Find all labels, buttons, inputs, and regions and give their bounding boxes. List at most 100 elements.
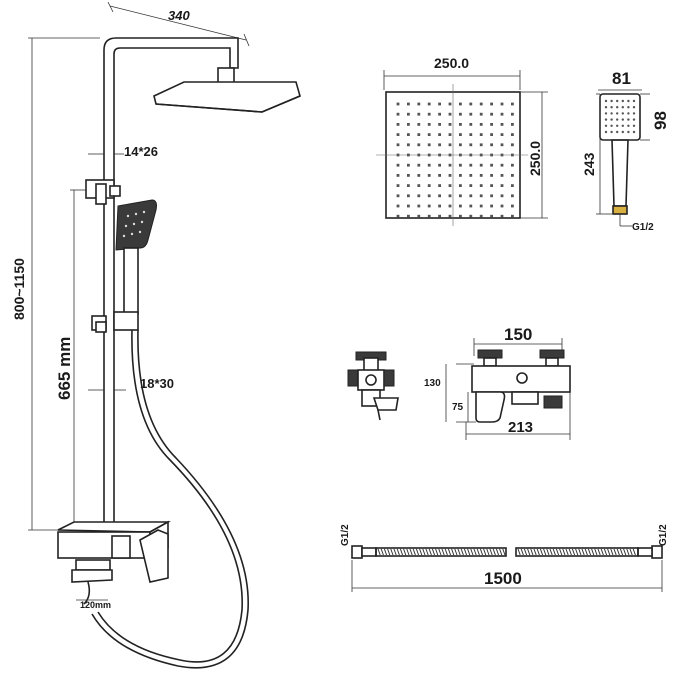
head-nozzle	[490, 123, 493, 126]
head-nozzle	[469, 174, 473, 177]
head-nozzle	[479, 123, 483, 126]
hose-grip-mark	[530, 548, 534, 556]
head-nozzle	[417, 174, 421, 177]
head-nozzle	[479, 143, 483, 147]
mixer-length-label: 213	[508, 419, 533, 436]
head-nozzle	[407, 102, 410, 106]
head-nozzle	[500, 123, 504, 126]
handheld-nozzle	[610, 106, 613, 109]
handheld-nozzle	[627, 130, 630, 134]
head-nozzle	[459, 133, 462, 136]
head-nozzle	[448, 102, 452, 106]
head-nozzle	[448, 163, 452, 167]
hose-grip-mark	[527, 548, 531, 556]
head-nozzle	[396, 184, 400, 187]
head-nozzle	[396, 133, 400, 136]
handheld-nozzle	[616, 124, 619, 128]
head-nozzle	[500, 194, 504, 198]
head-nozzle	[438, 112, 441, 116]
head-nozzle	[511, 174, 514, 177]
hose-grip-mark	[584, 548, 588, 556]
head-nozzle	[479, 214, 483, 218]
hose-grip-mark	[422, 548, 426, 556]
hose-grip-mark	[539, 548, 544, 556]
column-hose	[97, 329, 243, 663]
head-nozzle	[500, 214, 504, 218]
head-nozzle	[396, 163, 400, 167]
head-nozzle	[490, 184, 493, 187]
handheld-thread-label: G1/2	[632, 222, 654, 233]
head-nozzle	[438, 143, 441, 147]
head-nozzle	[448, 194, 452, 198]
head-nozzle	[511, 102, 514, 106]
head-nozzle	[417, 163, 421, 167]
head-nozzle	[427, 143, 431, 147]
head-nozzle	[407, 214, 410, 218]
head-nozzle	[396, 102, 400, 106]
head-nozzle	[417, 102, 421, 106]
head-nozzle	[438, 204, 441, 208]
head-nozzle	[459, 163, 462, 167]
handheld-nozzle	[616, 118, 619, 121]
head-nozzle	[511, 194, 514, 198]
lower-slide-bracket	[91, 311, 139, 333]
head-nozzle	[511, 153, 514, 157]
hose-grip-mark	[383, 548, 388, 556]
hose-grip-mark	[610, 548, 614, 556]
hose-grip-mark	[447, 548, 452, 556]
hose-grip-mark	[380, 548, 384, 556]
hose-grip-mark	[562, 548, 566, 556]
hose-spiral-pattern	[377, 548, 636, 556]
hose-grip-mark	[460, 548, 464, 556]
handheld-nozzle	[610, 112, 613, 115]
head-nozzle	[427, 163, 431, 167]
hose-grip-mark	[607, 548, 611, 556]
head-nozzle	[469, 214, 473, 218]
handheld-nozzle-grid	[604, 99, 636, 134]
hose-right-segment	[515, 547, 639, 557]
head-nozzle	[459, 184, 462, 187]
hose-grip-mark	[435, 548, 439, 556]
hose-thread-left-label: G1/2	[340, 524, 351, 546]
hose-grip-mark	[463, 548, 468, 556]
hose-grip-mark	[489, 548, 493, 556]
head-nozzle	[427, 194, 431, 198]
head-nozzle	[427, 153, 431, 157]
head-nozzle	[448, 214, 452, 218]
handheld-nozzle	[621, 124, 624, 128]
mixer-body-height-label: 75	[452, 402, 464, 413]
lower-bracket-dimension: 18*30	[88, 376, 174, 391]
head-nozzle	[500, 133, 504, 136]
hose-grip-mark	[492, 548, 496, 556]
handheld-nozzle	[627, 112, 630, 115]
hose-grip-mark	[587, 548, 592, 556]
hose-grip-mark	[393, 548, 397, 556]
hose-grip-mark	[613, 548, 617, 556]
handheld-nozzle	[621, 106, 624, 109]
hose-grip-mark	[568, 548, 572, 556]
handheld-face-height-label: 98	[651, 111, 670, 130]
head-nozzle	[500, 174, 504, 177]
hose-grip-mark	[581, 548, 585, 556]
head-nozzle	[438, 102, 441, 106]
hose-grip-mark	[499, 548, 503, 556]
head-nozzle	[448, 174, 452, 177]
head-nozzle	[427, 102, 431, 106]
handheld-nozzle	[632, 124, 636, 128]
head-nozzle	[500, 112, 504, 116]
mixer-height-label: 130	[424, 378, 441, 389]
handheld-handle	[611, 139, 629, 207]
head-nozzle	[427, 133, 431, 136]
head-nozzle	[500, 153, 504, 157]
head-nozzle	[427, 184, 431, 187]
hose-grip-mark	[552, 548, 556, 556]
hose-grip-mark	[486, 548, 490, 556]
hose-grip-mark	[543, 548, 547, 556]
head-nozzle	[417, 123, 421, 126]
head-nozzle	[407, 184, 410, 187]
bath-mixer-side-view	[347, 351, 399, 421]
hose-grip-mark	[470, 548, 474, 556]
head-nozzle	[469, 143, 473, 147]
handheld-nozzle	[610, 130, 613, 134]
hose-grip-mark	[549, 548, 553, 556]
